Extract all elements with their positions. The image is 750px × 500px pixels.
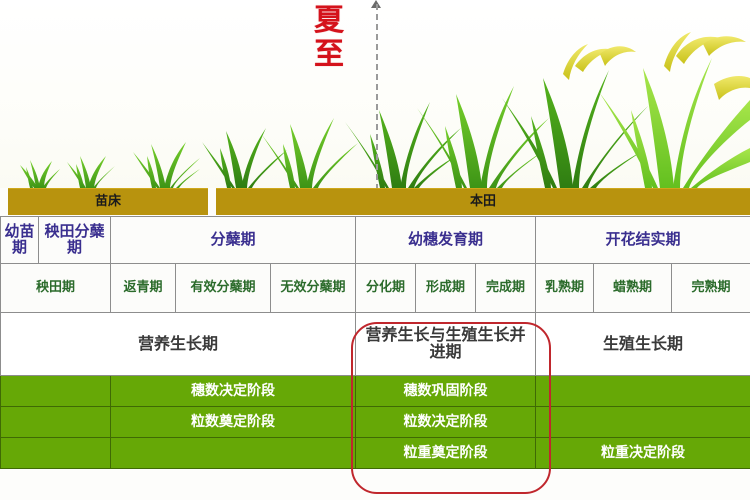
yield-cell-blank: [535, 406, 750, 438]
growth-period-cell[interactable]: 生殖生长期: [535, 312, 750, 376]
yield-cell[interactable]: 粒数决定阶段: [355, 406, 536, 438]
rice-plant-illustration: 夏 至: [0, 0, 750, 188]
substage-cell[interactable]: 分化期: [355, 263, 416, 313]
yield-cell[interactable]: 穗数巩固阶段: [355, 375, 536, 407]
plant-cluster-9: [599, 32, 750, 188]
table-row-growth-period: 营养生长期 营养生长与生殖生长并进期 生殖生长期: [0, 312, 750, 376]
seedling-cluster-3: [133, 142, 200, 188]
substage-cell[interactable]: 无效分蘖期: [270, 263, 356, 313]
yield-cell-blank: [0, 406, 111, 438]
yield-cell[interactable]: 粒数奠定阶段: [110, 406, 356, 438]
paddy-field-label: 本田: [469, 194, 496, 209]
yield-cell[interactable]: 粒重奠定阶段: [355, 437, 536, 469]
seedling-cluster-1: [20, 160, 60, 188]
solstice-divider-line: [376, 4, 378, 188]
substage-cell[interactable]: 返青期: [110, 263, 176, 313]
substage-cell[interactable]: 形成期: [415, 263, 476, 313]
yield-cell[interactable]: 粒重决定阶段: [535, 437, 750, 469]
growth-period-cell[interactable]: 营养生长与生殖生长并进期: [355, 312, 536, 376]
stage-cell[interactable]: 开花结实期: [535, 216, 750, 264]
stage-cell[interactable]: 幼苗期: [0, 216, 39, 264]
table-row-yield-1: 穗数决定阶段 穗数巩固阶段: [0, 375, 750, 407]
yield-cell-blank: [535, 375, 750, 407]
table-row-substage: 秧田期 返青期 有效分蘖期 无效分蘖期 分化期 形成期 完成期 乳熟期 蜡熟期 …: [0, 263, 750, 313]
seedbed-label: 苗床: [94, 194, 121, 209]
substage-cell[interactable]: 蜡熟期: [593, 263, 672, 313]
yield-cell-blank: [0, 375, 111, 407]
seedling-cluster-5: [262, 118, 358, 188]
substage-cell[interactable]: 有效分蘖期: [175, 263, 271, 313]
solstice-char-1: 夏: [314, 3, 344, 38]
substage-cell[interactable]: 乳熟期: [535, 263, 594, 313]
stage-cell[interactable]: 幼穗发育期: [355, 216, 536, 264]
table-row-yield-2: 粒数奠定阶段 粒数决定阶段: [0, 406, 750, 438]
seedling-cluster-4: [202, 128, 287, 188]
panicle-group-1: [563, 44, 636, 80]
growth-stage-table: 幼苗期 秧田分蘖期 分蘖期 幼穗发育期 开花结实期 秧田期 返青期 有效分蘖期 …: [0, 216, 750, 469]
summer-solstice-marker: 夏 至: [306, 4, 352, 104]
plant-cluster-6: [345, 102, 461, 188]
yield-cell-blank: [110, 437, 356, 469]
stage-cell[interactable]: 分蘖期: [110, 216, 356, 264]
plant-cluster-7: [417, 86, 549, 188]
table-row-stage: 幼苗期 秧田分蘖期 分蘖期 幼穗发育期 开花结实期: [0, 216, 750, 264]
yield-cell[interactable]: 穗数决定阶段: [110, 375, 356, 407]
table-row-yield-3: 粒重奠定阶段 粒重决定阶段: [0, 437, 750, 469]
panicle-group-2: [664, 32, 750, 100]
growth-period-cell[interactable]: 营养生长期: [0, 312, 356, 376]
substage-cell[interactable]: 完熟期: [671, 263, 750, 313]
plant-cluster-8: [502, 44, 648, 188]
seedling-cluster-2: [67, 156, 115, 188]
substage-cell[interactable]: 秧田期: [0, 263, 111, 313]
substage-cell[interactable]: 完成期: [475, 263, 536, 313]
stage-cell[interactable]: 秧田分蘖期: [38, 216, 111, 264]
yield-cell-blank: [0, 437, 111, 469]
paddy-field-band: 本田: [216, 188, 750, 215]
plants-svg: [20, 32, 750, 188]
solstice-char-2: 至: [314, 37, 344, 72]
seedbed-band: 苗床: [8, 188, 208, 215]
